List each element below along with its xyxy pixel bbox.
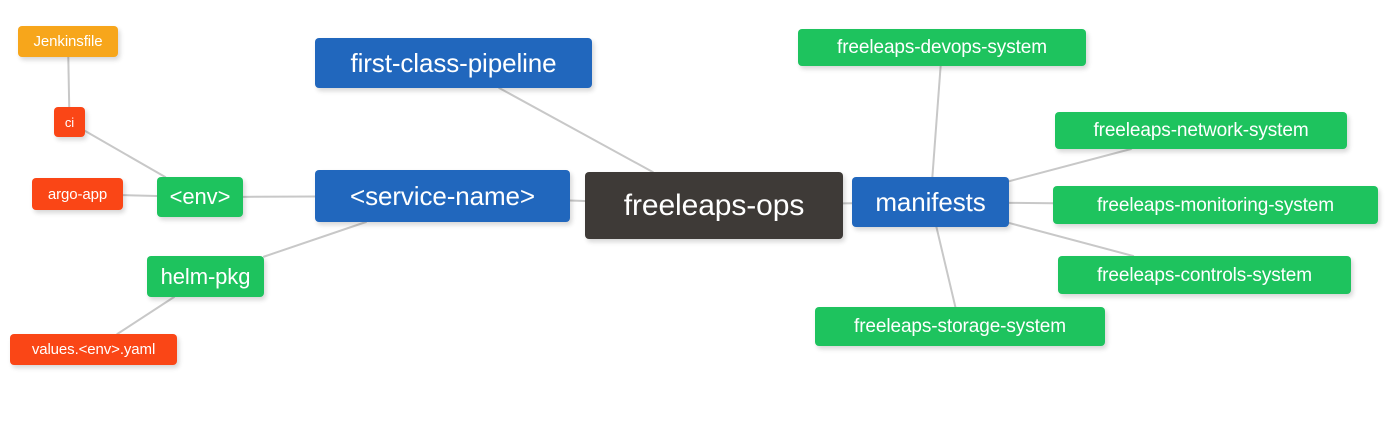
mindmap-node-jenkinsfile[interactable]: Jenkinsfile: [18, 26, 118, 57]
mindmap-node-freeleaps-devops-system[interactable]: freeleaps-devops-system: [798, 29, 1086, 66]
mindmap-node-label: values.<env>.yaml: [31, 341, 156, 358]
mindmap-node-label: freeleaps-devops-system: [837, 37, 1047, 58]
mindmap-node-freeleaps-storage-system[interactable]: freeleaps-storage-system: [815, 307, 1105, 346]
mindmap-node-label: freeleaps-controls-system: [1096, 264, 1313, 286]
mindmap-node-first-class-pipeline[interactable]: first-class-pipeline: [315, 38, 592, 88]
mindmap-node-freeleaps-monitoring-system[interactable]: freeleaps-monitoring-system: [1053, 186, 1378, 224]
mindmap-edge-service-name--freeleaps-ops: [569, 199, 586, 202]
mindmap-edge-first-class-pipeline--freeleaps-ops: [498, 87, 654, 173]
mindmap-edge-manifests--freeleaps-controls-system: [1008, 221, 1135, 257]
mindmap-node-label: freeleaps-network-system: [1093, 120, 1309, 141]
mindmap-node-values-env-yaml[interactable]: values.<env>.yaml: [10, 334, 177, 365]
mindmap-node-label: helm-pkg: [160, 263, 251, 289]
mindmap-node-ci[interactable]: ci: [54, 107, 85, 137]
mindmap-node-argo-app[interactable]: argo-app: [32, 178, 123, 210]
mindmap-node-label: Jenkinsfile: [33, 33, 103, 50]
mindmap-node-label: manifests: [875, 187, 986, 217]
mindmap-edge-manifests--freeleaps-devops-system: [931, 65, 942, 178]
mindmap-node-label: freeleaps-monitoring-system: [1097, 194, 1334, 216]
mindmap-node-label: argo-app: [47, 185, 108, 203]
mindmap-node-label: ci: [64, 114, 75, 130]
mindmap-edge-ci--env: [84, 129, 167, 178]
mindmap-node-freeleaps-ops[interactable]: freeleaps-ops: [585, 172, 843, 239]
mindmap-edge-argo-app--env: [122, 194, 158, 197]
mindmap-node-label: <service-name>: [349, 181, 536, 211]
mindmap-edge-manifests--freeleaps-network-system: [1008, 148, 1133, 183]
mindmap-edge-jenkinsfile--ci: [67, 56, 71, 108]
mindmap-node-freeleaps-controls-system[interactable]: freeleaps-controls-system: [1058, 256, 1351, 294]
mindmap-node-helm-pkg[interactable]: helm-pkg: [147, 256, 264, 297]
mindmap-node-label: first-class-pipeline: [350, 48, 557, 78]
mindmap-node-service-name[interactable]: <service-name>: [315, 170, 570, 222]
mindmap-node-env[interactable]: <env>: [157, 177, 243, 217]
mindmap-node-label: freeleaps-storage-system: [854, 316, 1066, 337]
mindmap-node-manifests[interactable]: manifests: [852, 177, 1009, 227]
mindmap-edge-values-env-yaml--helm-pkg: [116, 296, 176, 335]
mindmap-node-label: freeleaps-ops: [623, 188, 805, 222]
mindmap-node-label: <env>: [169, 184, 231, 209]
mindmap-edge-helm-pkg--service-name: [263, 221, 367, 258]
mindmap-node-freeleaps-network-system[interactable]: freeleaps-network-system: [1055, 112, 1347, 149]
mindmap-edge-manifests--freeleaps-storage-system: [935, 226, 957, 308]
